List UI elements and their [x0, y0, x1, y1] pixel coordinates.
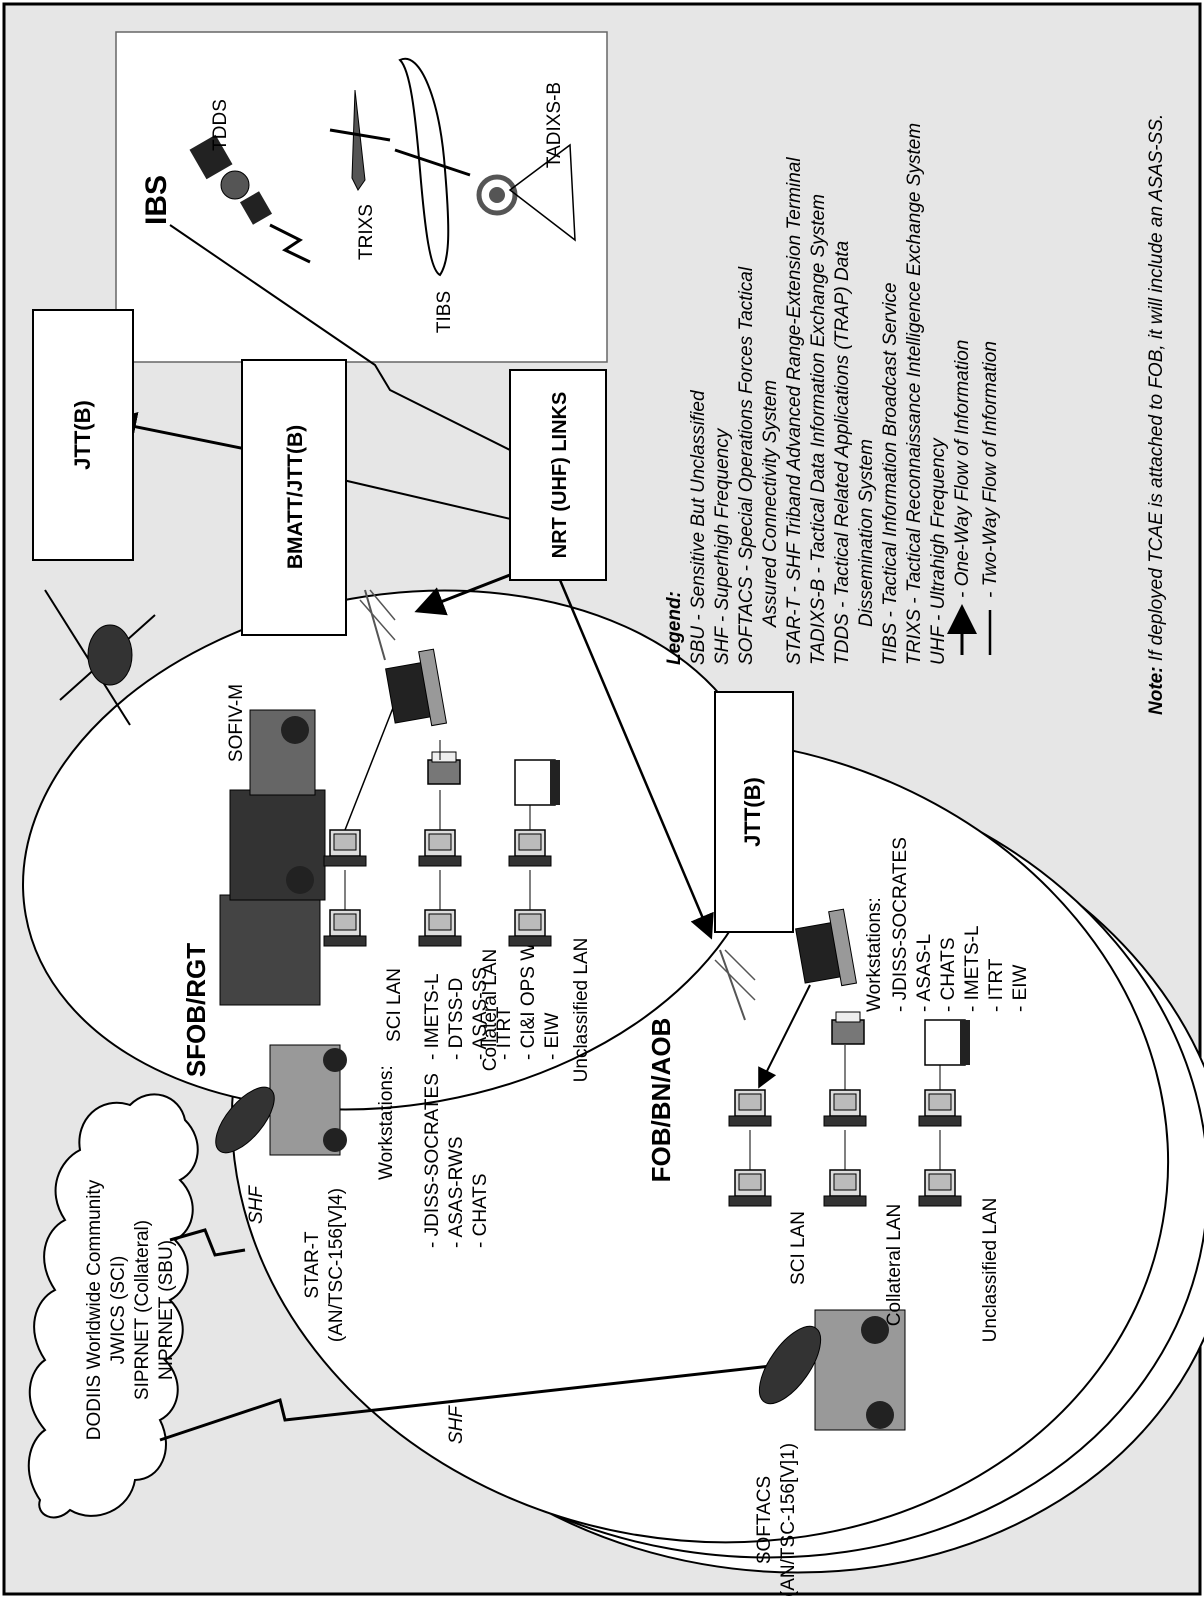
dodiis-cloud	[27, 1093, 199, 1519]
tibs-aircraft-icon	[394, 57, 471, 277]
tadixs-antenna-icon	[476, 143, 576, 242]
jtt-top-label: JTT(B)	[70, 400, 95, 470]
satellite-icon	[189, 134, 311, 264]
shf-label-upper: SHF	[246, 1185, 267, 1224]
tadixs-label: TADIXS-B	[544, 82, 565, 168]
sfob-title: SFOB/RGT	[181, 943, 211, 1077]
fob-laptop-icon	[795, 908, 858, 987]
sfob-sci-lan-label: SCI LAN	[384, 968, 405, 1042]
note: Note: If deployed TCAE is attached to FO…	[1146, 114, 1167, 715]
ibs-title: IBS	[140, 175, 173, 225]
sfob-laptop-icon	[385, 648, 448, 727]
trixs-label: TRIXS	[356, 204, 377, 260]
cloud-line-1: DODIIS Worldwide Community	[84, 1179, 105, 1440]
sfob-collateral-lan-label: Collateral LAN	[480, 949, 501, 1072]
sfob-ws-item: - ASAS-RWS	[446, 1136, 467, 1248]
tdds-label: TDDS	[210, 99, 231, 151]
shf-link-softacs	[159, 1363, 781, 1442]
fob-workstations: Workstations: - JDISS-SOCRATES - ASAS-L …	[864, 837, 1031, 1012]
sfob-unclassified-lan	[508, 759, 560, 947]
fob-sci-lan-label: SCI LAN	[788, 1211, 809, 1285]
jtt-fob-label: JTT(B)	[740, 777, 765, 847]
fob-unclassified-lan-label: Unclassified LAN	[980, 1198, 1001, 1343]
fob-unclassified-lan	[918, 1019, 970, 1207]
cloud-line-2: JWICS (SCI)	[108, 1256, 129, 1365]
sfob-workstations: Workstations: - JDISS-SOCRATES - ASAS-RW…	[376, 930, 563, 1248]
softacs-name: SOFTACS	[754, 1476, 775, 1564]
sfob-collateral-lan	[418, 740, 462, 947]
note-label: Note:	[1146, 666, 1167, 715]
fob-antenna-icon	[714, 949, 756, 1021]
legend-two-way: - Two-Way Flow of Information	[980, 341, 1001, 598]
star-t-name: STAR-T	[302, 1231, 323, 1299]
helicopter-icon	[44, 589, 156, 726]
legend-one-way: - One-Way Flow of Information	[952, 340, 973, 598]
note-text: If deployed TCAE is attached to FOB, it …	[1146, 114, 1167, 667]
fob-ws-item: - ASAS-L	[914, 934, 935, 1012]
jtt-fob-box: JTT(B)	[714, 691, 794, 933]
fob-collateral-lan	[823, 1011, 867, 1207]
trixs-aircraft-icon	[329, 89, 391, 191]
legend: Legend: SBU - Sensitive But Unclassified…	[664, 123, 1001, 665]
fob-ws-item: - JDISS-SOCRATES	[890, 837, 911, 1012]
sfob-ws-item: - ASAS-SS	[470, 967, 491, 1060]
nrt-box: NRT (UHF) LINKS	[509, 369, 607, 581]
shf-label-lower: SHF	[446, 1405, 467, 1444]
sfob-ws-item: - CHATS	[470, 1173, 491, 1248]
sfob-antenna-icon	[359, 589, 396, 661]
legend-item: SBU - Sensitive But Unclassified	[688, 389, 709, 665]
softacs-model: (AN/TSC-156[V]1)	[778, 1443, 799, 1597]
fob-laptop-to-sci-arrow	[758, 984, 811, 1089]
fob-ws-item: - ITRT	[986, 958, 1007, 1012]
legend-item: TIBS - Tactical Information Broadcast Se…	[880, 282, 901, 665]
sfob-ws-title: Workstations:	[376, 1065, 397, 1180]
bmatt-box: BMATT/JTT(B)	[241, 359, 347, 636]
sfob-ws-item: - JDISS-SOCRATES	[422, 1073, 443, 1248]
jtt-top-box: JTT(B)	[32, 309, 134, 561]
fob-sci-lan	[728, 1089, 772, 1207]
legend-item: Assured Connectivity System	[760, 380, 781, 628]
sfob-ws-item: - EIW	[542, 1012, 563, 1060]
fob-collateral-lan-label: Collateral LAN	[884, 1204, 905, 1327]
nrt-label: NRT (UHF) LINKS	[549, 392, 571, 559]
cloud-line-3: SIPRNET (Collateral)	[132, 1220, 153, 1400]
fob-ws-item: - CHATS	[938, 937, 959, 1012]
shf-link-star-t	[169, 1228, 246, 1257]
legend-item: Dissemination System	[856, 439, 877, 627]
star-t-model: (AN/TSC-156[V]4)	[326, 1188, 347, 1342]
legend-title: Legend:	[664, 591, 685, 665]
nrt-sfob-arrow	[414, 573, 511, 616]
legend-item: SOFTACS - Special Operations Forces Tact…	[736, 266, 757, 665]
fob-ws-item: - IMETS-L	[962, 925, 983, 1012]
star-t-vehicle-icon	[215, 1044, 347, 1156]
sofiv-m-vehicle-icon	[219, 709, 326, 1006]
fob-title: FOB/BN/AOB	[646, 1018, 676, 1183]
sfob-unclassified-lan-label: Unclassified LAN	[571, 938, 592, 1083]
softacs-vehicle-icon	[758, 1309, 906, 1431]
sfob-ws-item: - DTSS-D	[446, 978, 467, 1060]
sofiv-m-label: SOFIV-M	[226, 684, 247, 762]
bmatt-label: BMATT/JTT(B)	[284, 425, 307, 569]
ibs-panel	[115, 31, 608, 363]
sfob-sci-lan	[323, 689, 401, 947]
sfob-ws-item: - CI&I OPS WS	[518, 930, 539, 1060]
ibs-link	[169, 224, 531, 461]
sfob-ws-item: - ITRT	[494, 1006, 515, 1060]
legend-item: SHF - Superhigh Frequency	[712, 427, 733, 665]
legend-item: STAR-T - SHF Triband Advanced Range-Exte…	[784, 157, 805, 665]
legend-item: TDDS - Tactical Related Applications (TR…	[832, 241, 853, 665]
fob-ws-item: - EIW	[1010, 964, 1031, 1012]
fob-ws-title: Workstations:	[864, 897, 885, 1012]
nrt-fob-arrow	[558, 579, 714, 940]
legend-item: TRIXS - Tactical Reconnaissance Intellig…	[904, 123, 925, 665]
cloud-line-4: NIPRNET (SBU)	[156, 1240, 177, 1380]
sfob-ws-item: - IMETS-L	[422, 973, 443, 1060]
legend-item: UHF - Ultrahigh Frequency	[928, 437, 949, 665]
legend-item: TADIXS-B - Tactical Data Information Exc…	[808, 194, 829, 665]
dodiis-text: DODIIS Worldwide Community JWICS (SCI) S…	[84, 1179, 177, 1440]
tibs-label: TIBS	[434, 291, 455, 333]
